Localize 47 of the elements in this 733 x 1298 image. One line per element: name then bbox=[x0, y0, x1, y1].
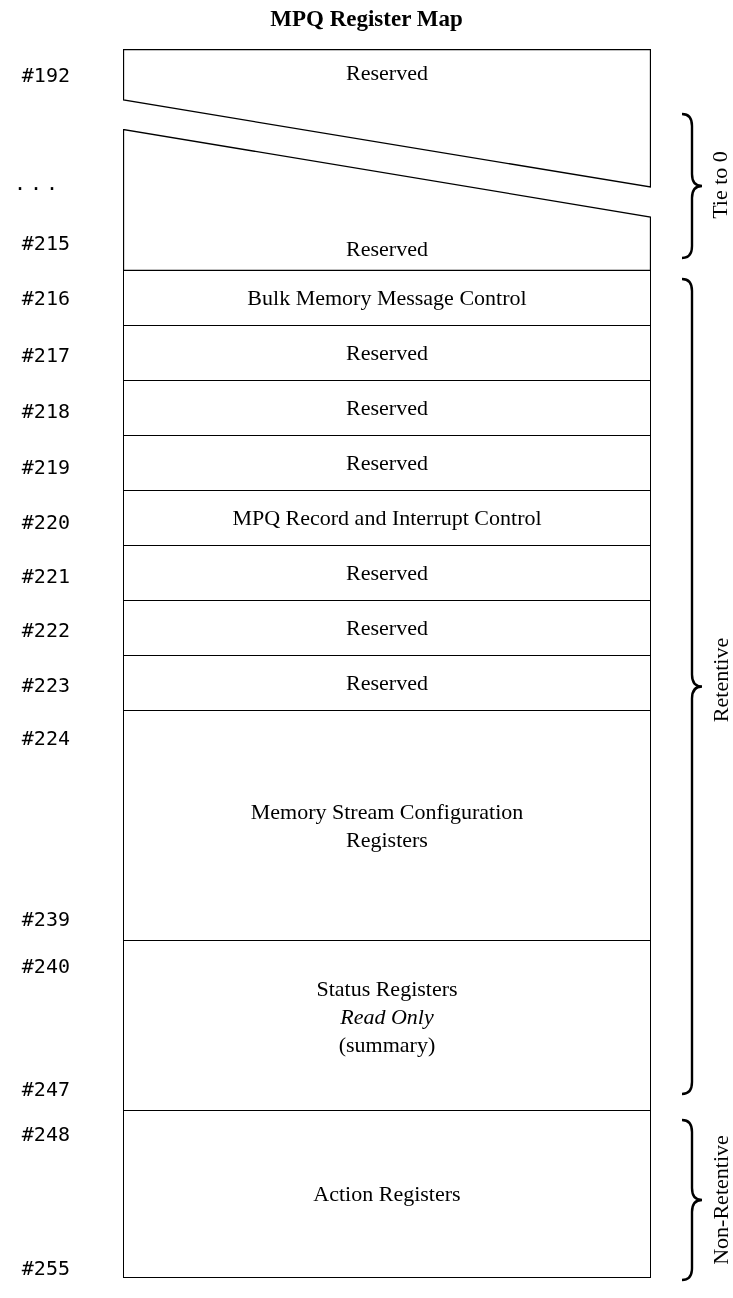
address-label: #248 bbox=[20, 1122, 70, 1146]
address-label: #222 bbox=[20, 618, 70, 642]
register-label: Status Registers bbox=[316, 974, 458, 1003]
register-label: Bulk Memory Message Control bbox=[247, 284, 527, 312]
range-label: Retentive bbox=[708, 637, 733, 723]
register-label: Reserved bbox=[346, 339, 428, 367]
register-box bbox=[123, 655, 651, 711]
register-label: Reserved bbox=[346, 235, 428, 263]
register-box bbox=[123, 270, 651, 326]
address-label: #192 bbox=[20, 63, 70, 87]
address-label: #219 bbox=[20, 455, 70, 479]
register-label: Action Registers bbox=[313, 1180, 461, 1208]
address-label: #223 bbox=[20, 673, 70, 697]
address-label: #247 bbox=[20, 1077, 70, 1101]
register-label: Reserved bbox=[346, 394, 428, 422]
address-label: #217 bbox=[20, 343, 70, 367]
register-label: MPQ Record and Interrupt Control bbox=[232, 504, 542, 532]
register-box bbox=[123, 940, 651, 1111]
address-label: #224 bbox=[20, 726, 70, 750]
address-label: #216 bbox=[20, 286, 70, 310]
register-label: Reserved bbox=[346, 614, 428, 642]
address-label: #221 bbox=[20, 564, 70, 588]
register-box bbox=[123, 545, 651, 601]
register-box bbox=[123, 435, 651, 491]
register-box bbox=[123, 600, 651, 656]
register-label: Reserved bbox=[346, 669, 428, 697]
register-box bbox=[123, 380, 651, 436]
register-label: Reserved bbox=[346, 449, 428, 477]
register-box bbox=[123, 710, 651, 941]
register-label: Reserved bbox=[346, 59, 428, 87]
register-box bbox=[123, 325, 651, 381]
register-box bbox=[123, 1110, 651, 1278]
register-label: Memory Stream Configuration Registers bbox=[249, 797, 525, 854]
address-label: #240 bbox=[20, 954, 70, 978]
register-label: Read Only bbox=[340, 1002, 434, 1031]
address-label: #218 bbox=[20, 399, 70, 423]
address-label: #239 bbox=[20, 907, 70, 931]
range-label: Non-Retentive bbox=[708, 1135, 733, 1265]
ellipsis: ... bbox=[14, 171, 64, 195]
register-label: Reserved bbox=[346, 559, 428, 587]
diagram-title: MPQ Register Map bbox=[269, 6, 464, 32]
register-label: (summary) bbox=[338, 1030, 436, 1059]
register-box bbox=[123, 490, 651, 546]
address-label: #220 bbox=[20, 510, 70, 534]
address-label: #215 bbox=[20, 231, 70, 255]
range-label: Tie to 0 bbox=[707, 151, 733, 219]
address-label: #255 bbox=[20, 1256, 70, 1280]
